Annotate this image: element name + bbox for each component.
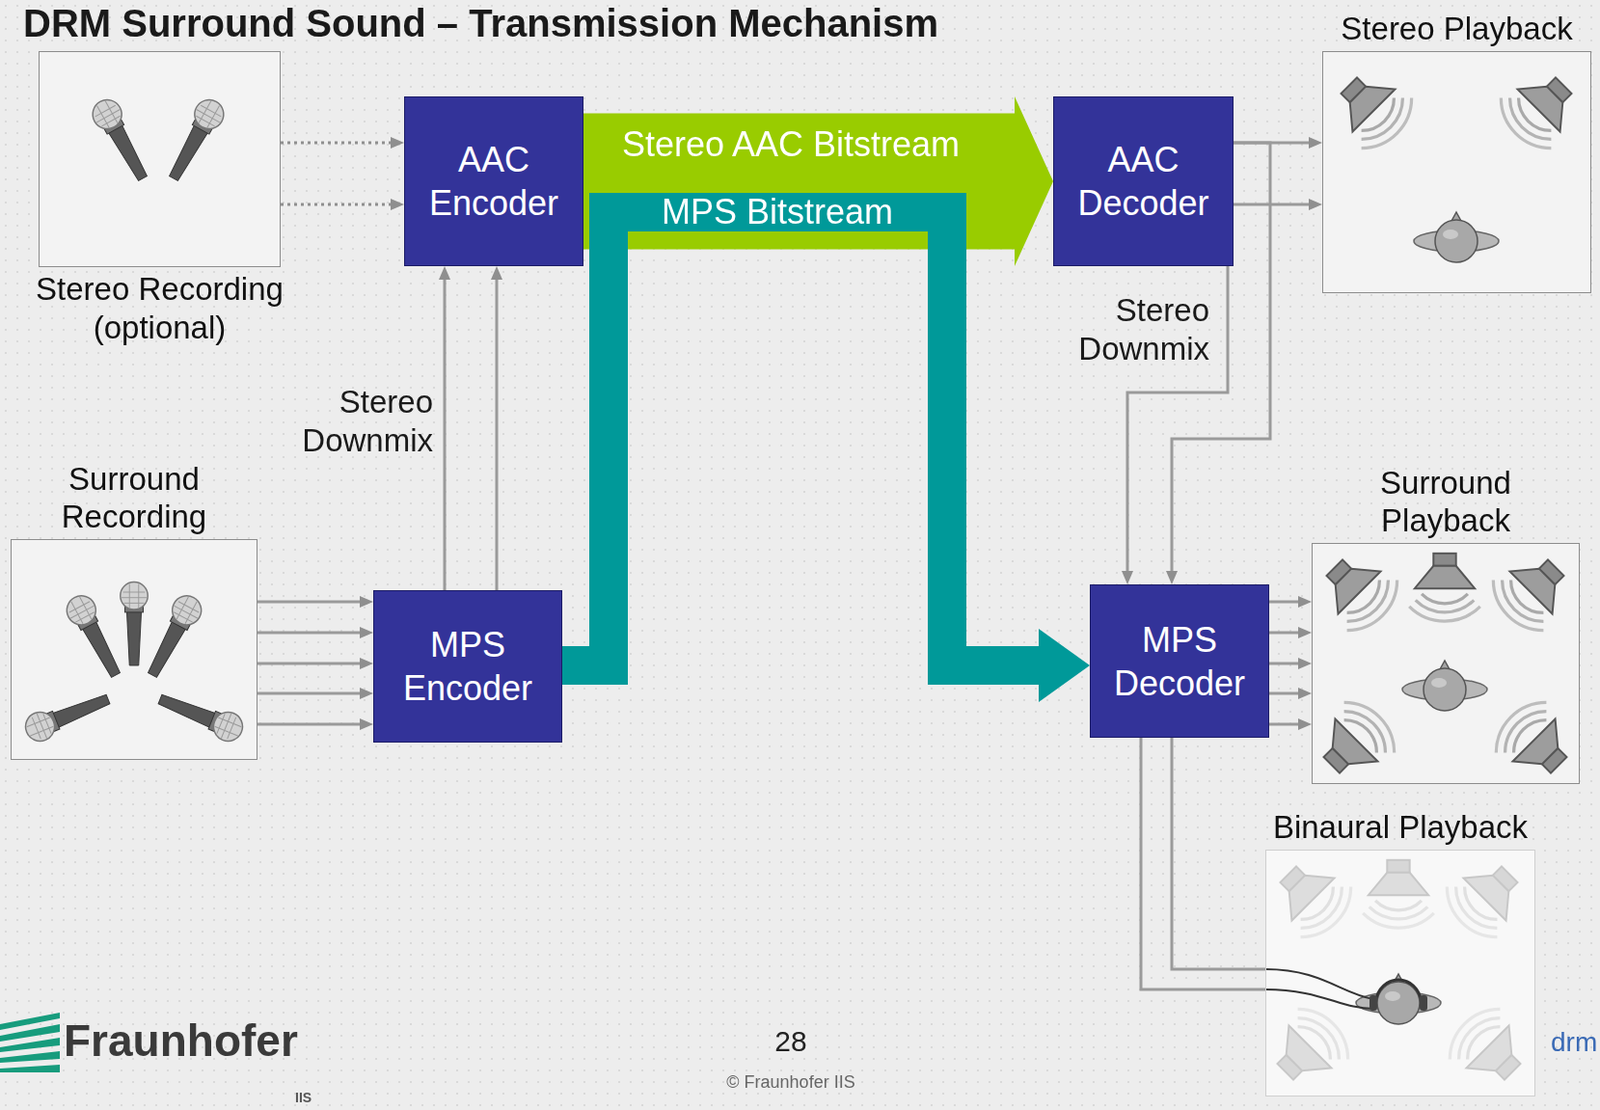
bitstream-band [562,212,1090,703]
box-label: MPS Decoder [1090,618,1269,706]
signal-label: Stereo Downmix [269,382,434,460]
signal-connector [1269,596,1312,608]
microphone-icon [87,94,156,186]
signal-connector [1269,687,1312,700]
microphone-icon [61,591,129,682]
signal-connector [257,718,374,731]
signal-connector [280,136,405,149]
microphone-icon [120,582,149,666]
speaker-icon [1324,60,1423,160]
bitstream-label: MPS Bitstream [655,192,899,232]
headphone-cup [1369,995,1378,1011]
bitstream-arrow [583,96,1054,267]
box-label: AAC Encoder [405,137,583,225]
image-panel: Surround Playback [1311,542,1580,785]
process-box: MPS Encoder [373,590,563,743]
copyright-note: © Fraunhofer IIS [726,1073,855,1093]
panel-heading: Binaural Playback [1246,808,1555,847]
virtual-speakers [1260,849,1539,1098]
signal-connector [1269,718,1312,731]
signal-connector [257,596,374,608]
panel-heading: Stereo Playback [1322,9,1592,49]
box-label: MPS Encoder [374,623,562,710]
panel-heading: Stereo Recording (optional) [5,270,315,347]
signal-connector [257,626,374,639]
signal-connector [257,657,374,670]
speaker-icon [1309,542,1409,642]
panel-heading: Surround Recording [32,460,236,537]
panel-ground [10,539,258,760]
logo-subtitle: IIS [295,1090,312,1106]
image-panel: Stereo Playback [1322,51,1592,294]
microphone-icon [154,685,247,746]
box-label: AAC Decoder [1054,137,1233,225]
signal-connector [280,198,405,211]
image-panel: Stereo Recording (optional) [38,51,281,268]
signal-connector [1171,737,1266,970]
headphone-band [1375,979,1422,1004]
speaker-icon [1306,692,1406,791]
microphone-icon [21,685,114,746]
logo-wordmark: Fraunhofer [63,1016,299,1066]
signal-connector [1140,737,1266,990]
microphone-icon [161,94,229,186]
headphone-cable [1265,969,1374,1009]
microphone-icon [139,591,207,682]
speaker-icon [1483,542,1582,642]
speaker-icon [1486,692,1585,791]
image-panel: Surround Recording [10,539,258,760]
panel-ground [1322,51,1592,294]
page-number: 28 [774,1025,807,1058]
speaker-icon [1409,553,1481,622]
bitstream-label: Stereo AAC Bitstream [616,125,966,164]
signal-connector [1269,626,1312,639]
slide-title: DRM Surround Sound – Transmission Mechan… [23,1,939,45]
image-panel: Binaural Playback [1265,849,1536,1097]
signal-label: Stereo Downmix [1045,291,1210,368]
panel-heading: Surround Playback [1334,463,1557,541]
process-box: AAC Encoder [404,96,584,267]
logo-stripes [0,1012,60,1073]
signal-connector [490,266,503,591]
web-address: drm [1550,1028,1598,1058]
process-box: MPS Decoder [1089,584,1270,738]
signal-connector [1233,198,1323,211]
signal-connector [257,687,374,700]
speaker-icon [1491,60,1590,160]
headphone-cup [1419,995,1428,1011]
process-box: AAC Decoder [1053,96,1234,267]
panel-ground [38,51,281,268]
signal-connector [1269,657,1312,670]
listener-head [1413,212,1499,263]
signal-connector [438,266,451,591]
listener-head [1355,974,1441,1025]
listener-head [1402,660,1488,711]
